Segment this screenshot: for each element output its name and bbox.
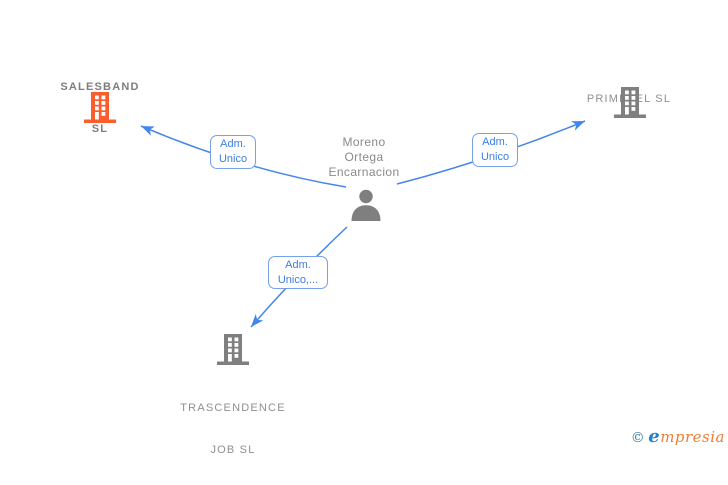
edge-label-line: Unico xyxy=(480,151,510,163)
edge-label-salesband[interactable]: Adm. Unico xyxy=(210,135,256,169)
person-name-line: Ortega xyxy=(344,150,384,164)
building-icon xyxy=(84,92,116,123)
node-person[interactable] xyxy=(349,188,383,227)
company-name-line: SL xyxy=(91,123,109,135)
copyright-symbol: © xyxy=(630,430,646,446)
node-primetel[interactable] xyxy=(612,85,648,126)
edge-label-primetel[interactable]: Adm. Unico xyxy=(472,133,518,167)
node-trascendence[interactable] xyxy=(215,332,251,373)
edge-label-trascendence[interactable]: Adm. Unico,... xyxy=(268,256,328,289)
node-label-person: Moreno Ortega Encarnacion xyxy=(294,135,434,180)
edge-label-line: Adm. xyxy=(285,258,311,271)
person-icon xyxy=(351,189,381,221)
org-graph-canvas: SALESBAND SL PRIMETEL SL xyxy=(30,52,725,456)
edge-label-line: Adm. xyxy=(482,136,508,148)
node-salesband[interactable] xyxy=(82,90,118,131)
empresia-watermark: ©empresia xyxy=(631,426,725,447)
company-name-line: JOB SL xyxy=(210,444,256,456)
brand-initial: e xyxy=(648,426,661,447)
node-label-salesband: SALESBAND SL xyxy=(30,52,170,164)
company-name-line: TRASCENDENCE xyxy=(180,402,286,414)
building-icon xyxy=(614,87,646,118)
company-name-line: SALESBAND xyxy=(60,81,140,93)
node-label-trascendence: TRASCENDENCE JOB SL xyxy=(163,373,303,485)
building-icon xyxy=(217,334,249,365)
edge-label-line: Adm. xyxy=(220,138,246,150)
person-name-line: Encarnacion xyxy=(328,165,400,179)
edge-label-line: Unico xyxy=(218,153,248,165)
person-name-line: Moreno xyxy=(342,135,386,149)
brand-name: mpresia xyxy=(660,428,725,446)
edge-label-line: Unico,... xyxy=(277,273,319,286)
